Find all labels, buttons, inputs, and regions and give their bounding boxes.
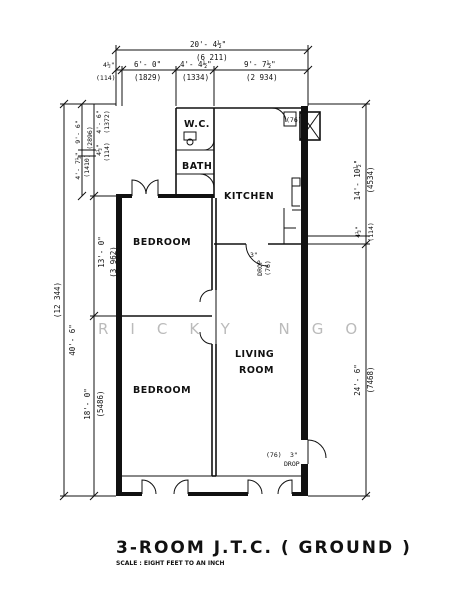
note-drop-1: 3" (250, 251, 258, 259)
room-label-bedroom-2: BEDROOM (133, 385, 191, 396)
note-drop-2-label: DROP (284, 460, 300, 468)
dim-right-a: 14'- 10½" (353, 160, 362, 201)
dim-left-overall: 40'- 6" (68, 324, 77, 356)
dim-left-f-mm: (1372) (103, 110, 111, 133)
doors (131, 139, 327, 495)
note-drop-2-mm: (76) (266, 451, 282, 459)
partitions (122, 107, 301, 477)
dim-top-seg3: 4'- 4½" (180, 60, 212, 69)
note-top-mm: (76) (286, 116, 302, 124)
dimensions-right (308, 99, 371, 501)
dim-left-e: 4½" (95, 144, 103, 156)
dimensions-top (111, 45, 313, 106)
dim-right-b-mm: (114) (367, 222, 375, 242)
dim-right-c-mm: (7468) (366, 366, 375, 393)
dim-left-e-mm: (114) (103, 142, 111, 162)
plan-scale: SCALE : EIGHT FEET TO AN INCH (116, 560, 225, 567)
dim-left-overall-mm: (12 344) (53, 282, 62, 318)
watermark: RICKY NGO (98, 320, 379, 338)
dim-top-seg3-mm: (1334) (182, 73, 209, 82)
dim-right-b: 4½" (354, 226, 362, 238)
walls (116, 106, 308, 496)
dim-left-d-mm: (1410) (83, 154, 91, 177)
dim-left-c-mm: (2896) (86, 126, 94, 149)
dim-top-seg4-mm: (2 934) (246, 73, 278, 82)
dim-top-seg4: 9'- 7½" (244, 60, 276, 69)
note-drop-1-mm: (76) (264, 260, 272, 276)
dim-left-b-mm: (5486) (96, 390, 105, 417)
room-label-wc: W.C. (184, 119, 210, 130)
room-label-bath: BATH (182, 161, 212, 172)
dim-left-d: 4'- 7½" (74, 152, 82, 179)
fixtures (183, 107, 321, 207)
room-label-living: LIVING (235, 349, 274, 360)
note-drop-2: 3" (290, 451, 298, 459)
dim-top-seg2: 6'- 0" (134, 60, 161, 69)
dim-left-a-mm: (3 962) (109, 246, 118, 278)
dim-left-f: 4'- 6" (95, 110, 103, 133)
dim-left-c: 9'- 6" (74, 120, 82, 143)
dim-left-a: 13'- 0" (97, 236, 106, 268)
dimensions-left (59, 99, 122, 501)
room-label-bedroom-1: BEDROOM (133, 237, 191, 248)
dim-top-overall: 20'- 4½" (190, 40, 226, 49)
dim-top-seg1-mm: (114) (96, 74, 116, 82)
note-drop-1-label: DROP (256, 260, 264, 276)
plan-title: 3-ROOM J.T.C. ( GROUND ) (116, 538, 412, 558)
dim-top-seg2-mm: (1829) (134, 73, 161, 82)
dim-left-b: 18'- 0" (83, 388, 92, 420)
dim-right-a-mm: (4534) (366, 166, 375, 193)
room-label-kitchen: KITCHEN (224, 191, 274, 202)
dim-top-seg1: 4½" (103, 61, 115, 69)
room-label-room: ROOM (239, 365, 274, 376)
dim-top-overall-mm: (6 211) (196, 53, 228, 62)
dim-right-c: 24'- 6" (353, 364, 362, 396)
